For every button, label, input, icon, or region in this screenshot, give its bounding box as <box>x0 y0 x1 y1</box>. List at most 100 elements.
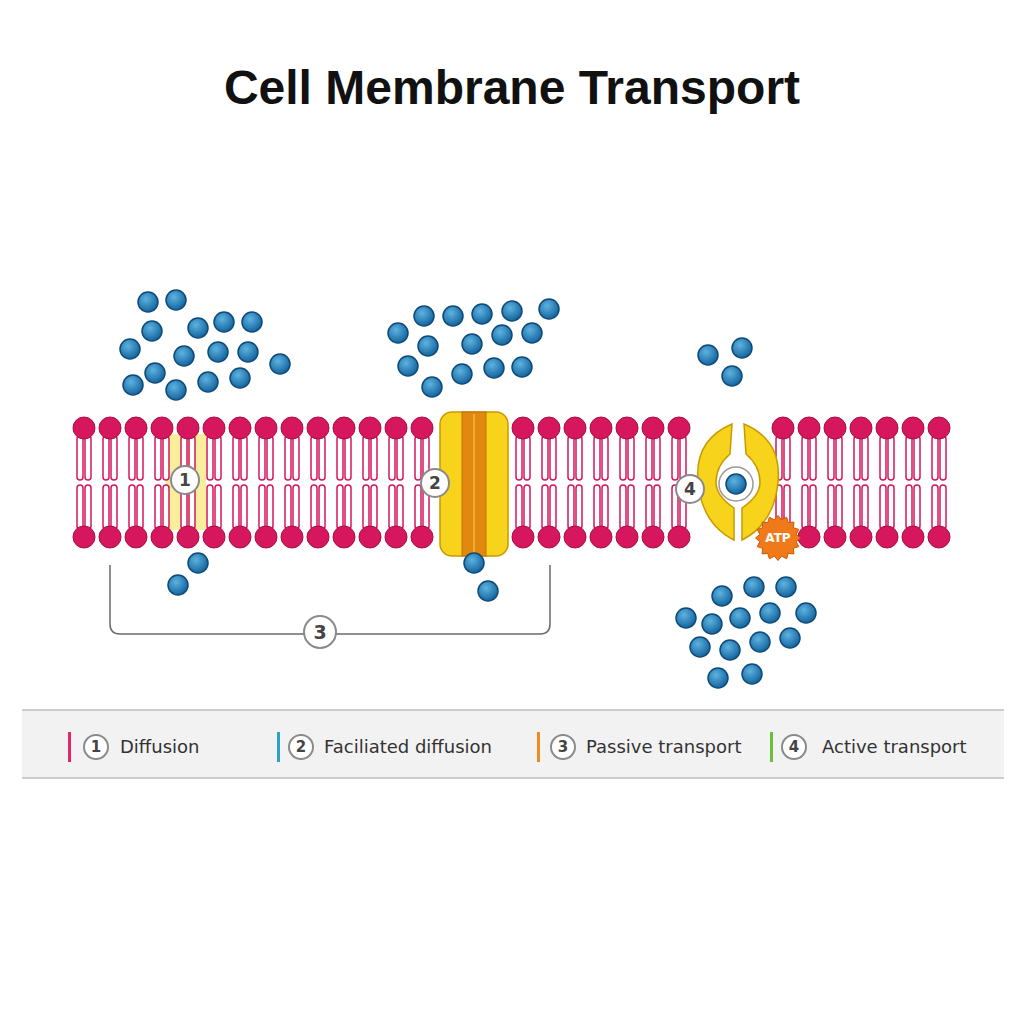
molecule <box>484 358 504 378</box>
molecule <box>780 628 800 648</box>
lipid-tail <box>163 436 169 480</box>
lipid-head <box>928 526 950 548</box>
lipid-tail <box>233 436 239 480</box>
legend-band <box>22 710 1004 778</box>
legend-swatch <box>277 732 280 762</box>
lipid-tail <box>568 436 574 480</box>
legend-rule <box>22 709 1004 711</box>
legend-swatch <box>537 732 540 762</box>
lipid-head <box>824 526 846 548</box>
lipid-tail <box>888 436 894 480</box>
lipid-head <box>538 417 560 439</box>
lipid-tail <box>880 485 886 529</box>
lipid-tail <box>836 436 842 480</box>
molecule <box>726 474 746 494</box>
lipid-tail <box>906 436 912 480</box>
molecule <box>142 321 162 341</box>
molecule <box>776 577 796 597</box>
lipid-tail <box>111 436 117 480</box>
molecule <box>388 323 408 343</box>
lipid-tail <box>880 436 886 480</box>
lipid-head <box>928 417 950 439</box>
molecule <box>418 336 438 356</box>
lipid-head <box>151 417 173 439</box>
lipid-tail <box>85 485 91 529</box>
lipid-tail <box>628 436 634 480</box>
lipid-tail <box>680 436 686 480</box>
lipid-head <box>177 417 199 439</box>
atp-burst-outline <box>756 516 801 561</box>
lipid-tail <box>802 436 808 480</box>
molecules <box>120 290 816 688</box>
lipid-tail <box>862 436 868 480</box>
lipid-tail <box>516 436 522 480</box>
molecule <box>512 357 532 377</box>
lipid-head <box>876 526 898 548</box>
lipid-head <box>616 526 638 548</box>
lipid-tail <box>285 436 291 480</box>
molecule <box>123 375 143 395</box>
lipid-head <box>99 417 121 439</box>
lipid-head <box>590 526 612 548</box>
molecule <box>145 363 165 383</box>
molecule <box>690 637 710 657</box>
lipid-tail <box>854 436 860 480</box>
lipid-tail <box>103 485 109 529</box>
lipid-tail <box>241 436 247 480</box>
lipid-tail <box>363 436 369 480</box>
legend-label: Diffusion <box>120 735 199 759</box>
molecule <box>539 299 559 319</box>
lipid-tail <box>137 485 143 529</box>
lipid-tail <box>155 485 161 529</box>
lipid-head <box>99 526 121 548</box>
molecule <box>720 640 740 660</box>
molecule <box>796 603 816 623</box>
lipid-tail <box>129 485 135 529</box>
lipid-tail <box>810 436 816 480</box>
lipid-tail <box>654 436 660 480</box>
molecule <box>188 553 208 573</box>
lipid-head <box>125 417 147 439</box>
lipid-head <box>902 526 924 548</box>
lipid-tail <box>542 485 548 529</box>
legend-rule <box>22 777 1004 779</box>
lipid-head <box>850 526 872 548</box>
lipid-head <box>359 417 381 439</box>
lipid-head <box>798 417 820 439</box>
legend-swatch <box>770 732 773 762</box>
molecule <box>168 575 188 595</box>
lipid-tail <box>524 485 530 529</box>
lipid-tail <box>602 485 608 529</box>
lipid-tail <box>77 485 83 529</box>
lipid-head <box>902 417 924 439</box>
lipid-tail <box>215 485 221 529</box>
lipid-tail <box>363 485 369 529</box>
lipid-tail <box>568 485 574 529</box>
lipid-tail <box>620 436 626 480</box>
molecule <box>422 377 442 397</box>
molecule <box>760 603 780 623</box>
lipid-tail <box>259 485 265 529</box>
lipid-tail <box>654 485 660 529</box>
lipid-tail <box>836 485 842 529</box>
lipid-tail <box>311 485 317 529</box>
molecule <box>492 325 512 345</box>
callout-number: 1 <box>83 734 109 760</box>
lipid-head <box>73 417 95 439</box>
molecule <box>238 342 258 362</box>
molecule <box>702 614 722 634</box>
channel-divider <box>473 414 475 554</box>
phospholipid-bilayer <box>73 417 950 548</box>
molecule <box>398 356 418 376</box>
lipid-tail <box>620 485 626 529</box>
molecule <box>502 301 522 321</box>
lipid-head <box>333 526 355 548</box>
callout-number: 4 <box>781 734 807 760</box>
lipid-tail <box>259 436 265 480</box>
lipid-tail <box>345 485 351 529</box>
lipid-head <box>203 417 225 439</box>
lipid-head <box>307 526 329 548</box>
lipid-head <box>876 417 898 439</box>
